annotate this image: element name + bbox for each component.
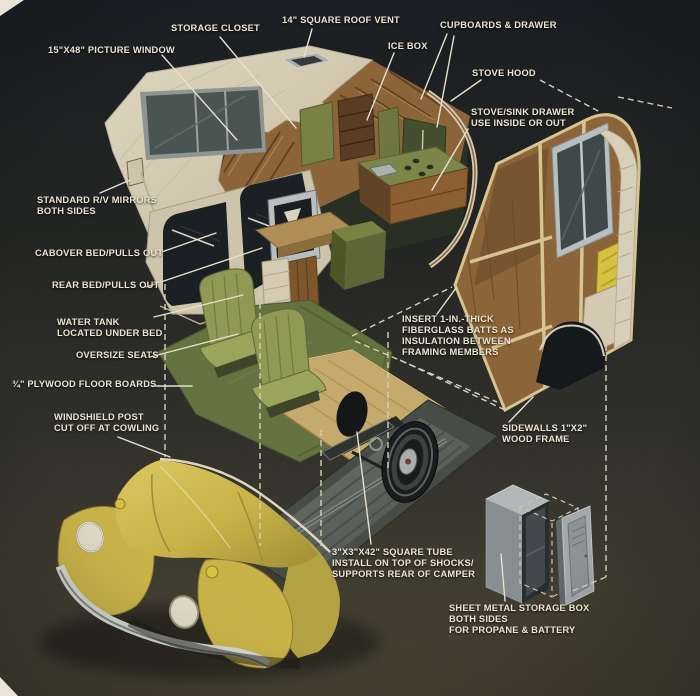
- label-insulation: INSERT 1-IN.-THICK FIBERGLASS BATTS AS I…: [402, 314, 514, 357]
- label-stove-hood: STOVE HOOD: [472, 68, 536, 78]
- label-sidewalls: SIDEWALLS 1"X2" WOOD FRAME: [502, 423, 588, 444]
- label-ice-box: ICE BOX: [388, 41, 428, 51]
- label-storage-closet: STORAGE CLOSET: [171, 23, 260, 33]
- label-mirrors: STANDARD R/V MIRRORS BOTH SIDES: [37, 195, 158, 216]
- label-cupboards: CUPBOARDS & DRAWER: [440, 20, 557, 30]
- label-roof-vent: 14" SQUARE ROOF VENT: [282, 15, 400, 25]
- label-cabover-bed: CABOVER BED/PULLS OUT: [35, 248, 164, 258]
- label-water-tank: WATER TANK LOCATED UNDER BED: [57, 317, 163, 338]
- label-plywood-floor: ¾" PLYWOOD FLOOR BOARDS: [12, 379, 157, 389]
- label-oversize-seats: OVERSIZE SEATS: [76, 350, 159, 360]
- label-windshield-post: WINDSHIELD POST CUT OFF AT COWLING: [54, 412, 160, 433]
- label-rear-bed: REAR BED/PULLS OUT: [52, 280, 160, 290]
- label-storage-box: SHEET METAL STORAGE BOX BOTH SIDES FOR P…: [449, 603, 590, 635]
- scan-corner-top-left: [0, 0, 24, 16]
- label-stove-sink: STOVE/SINK DRAWER USE INSIDE OR OUT: [471, 107, 575, 128]
- label-picture-window: 15"X48" PICTURE WINDOW: [48, 45, 175, 55]
- label-square-tube: 3"X3"X42" SQUARE TUBE INSTALL ON TOP OF …: [332, 547, 476, 579]
- scan-corner-bottom-left: [0, 677, 18, 696]
